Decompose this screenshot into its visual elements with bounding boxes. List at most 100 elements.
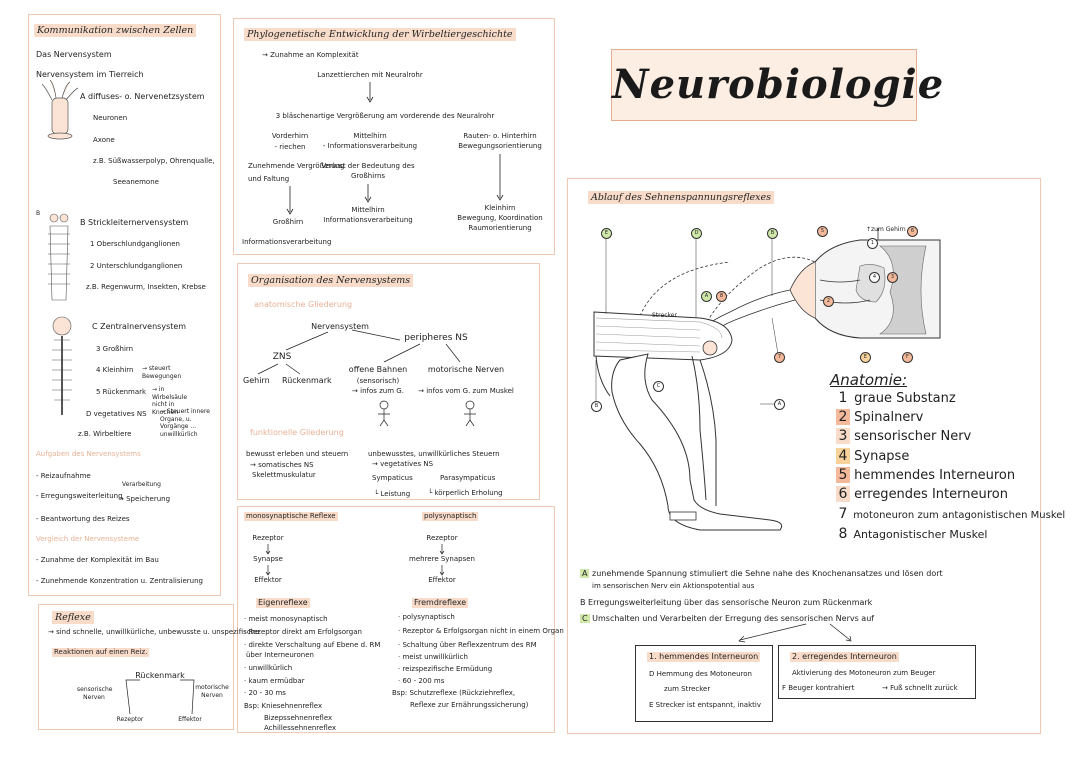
text-p3-f2b: → vegetatives NS	[372, 460, 434, 468]
text-p2-c1d: und Faltung	[248, 175, 290, 183]
box2-f2: → Fuß schnellt zurück	[882, 684, 958, 692]
text-p3-g3: offene Bahnen	[348, 365, 408, 374]
text-c2-note: → steuert Bewegungen	[142, 365, 182, 380]
heading-compare: Vergleich der Nervensysteme	[36, 535, 140, 543]
text-p4-q2: mehrere Synapsen	[409, 555, 475, 563]
anat-item-8: 8 Antagonistischer Muskel	[838, 526, 988, 542]
text-p5-l2: Reaktionen auf einen Reiz.	[52, 648, 150, 657]
text-p5-rz: Rezeptor	[116, 716, 144, 723]
panel-phylogenetisch	[233, 18, 555, 255]
panel-organisation	[237, 263, 540, 500]
marker-b2: B	[591, 401, 602, 412]
text-t3: - Beantwortung des Reizes	[36, 515, 130, 523]
text-c1: 3 Großhirn	[96, 345, 134, 353]
heading-phylogenetisch: Phylogenetische Entwicklung der Wirbelti…	[244, 28, 516, 41]
anat-item-6: 6 erregendes Interneuron	[836, 486, 1008, 503]
lower-leg	[611, 353, 783, 531]
thigh	[593, 311, 733, 361]
text-p2-c3b: Bewegungsorientierung	[458, 142, 542, 150]
marker-a: A	[701, 291, 712, 302]
anat-item-2: 2 Spinalnerv	[836, 409, 923, 426]
text-t2: - Erregungsweiterleitung	[36, 492, 123, 500]
anat-item-7: 7 motoneuron zum antagonistischen Muskel	[838, 506, 1066, 522]
text-p4-x3: · Schaltung über Reflexzentrum des RM	[398, 641, 537, 649]
text-p2-c1b: - riechen	[274, 143, 306, 151]
text-c3: 5 Rückenmark	[96, 388, 147, 396]
text-p2-r3c: Raumorientierung	[468, 224, 532, 232]
text-d1-note: → Steuert innere Organe, u. Vorgänge ...…	[160, 408, 210, 438]
text-p4-e5: · kaum ermüdbar	[244, 677, 305, 685]
text-p4-h3: Eigenreflexe	[256, 598, 310, 608]
text-c4: z.B. Wirbeltiere	[78, 430, 132, 438]
marker-c: C	[653, 381, 664, 392]
anat-item-1: 1 graue Substanz	[838, 390, 956, 406]
panel-reflextypen	[237, 506, 555, 733]
text-p4-e9: Achillessehnenreflex	[264, 724, 337, 732]
text-a1: Neuronen	[93, 114, 128, 122]
heading-organisation: Organisation des Nervensystems	[248, 274, 414, 287]
text-p2-l3: 3 bläschenartige Vergrößerung am vordere…	[275, 112, 495, 120]
marker-1: 1	[867, 238, 878, 249]
text-p2-r2: Mittelhirn	[351, 206, 385, 214]
box1-d2: zum Strecker	[664, 685, 711, 693]
heading-kommunikation: Kommunikation zwischen Zellen	[34, 24, 197, 37]
text-p3-g4: motorische Nerven	[427, 365, 505, 374]
panel-reflexe	[38, 604, 234, 730]
marker-d: D	[691, 228, 702, 239]
step-b: B Erregungsweiterleitung über das sensor…	[580, 598, 873, 607]
text-p3-pns: peripheres NS	[404, 333, 468, 343]
label-zum-gehirn: ↑zum Gehirn	[866, 226, 906, 233]
box2-heading: 2. erregendes Interneuron	[790, 652, 899, 662]
marker-8: 8	[716, 291, 727, 302]
text-b-title: B Strickleiternervensystem	[80, 218, 189, 227]
page-title: Neurobiologie	[612, 61, 945, 108]
spinal-cord-section	[789, 228, 941, 339]
box2-a: Aktivierung des Motoneuron zum Beuger	[792, 669, 936, 677]
text-p4-e6: · 20 - 30 ms	[244, 689, 286, 697]
marker-e2: E	[860, 352, 871, 363]
text-cmp2: - Zunehmende Konzentration u. Zentralisi…	[36, 577, 203, 585]
text-nervensystem: Das Nervensystem	[36, 50, 112, 59]
anat-item-4: 4 Synapse	[836, 448, 909, 465]
text-p2-c2: Mittelhirn	[353, 132, 387, 140]
text-a3: z.B. Süßwasserpolyp, Ohrenqualle,	[93, 157, 215, 165]
heading-tasks: Aufgaben des Nervensystems	[36, 450, 141, 458]
text-p4-x1: · polysynaptisch	[398, 613, 455, 621]
text-p2-r3b: Bewegung, Koordination	[457, 214, 543, 222]
anat-item-5: 5 hemmendes Interneuron	[836, 467, 1015, 484]
text-p5-sn: sensorische Nerven	[77, 686, 113, 701]
text-t1: - Reizaufnahme	[36, 472, 91, 480]
panel-kommunikation	[28, 14, 221, 596]
text-a4: Seeanemone	[113, 178, 159, 186]
marker-4: 4	[869, 272, 880, 283]
text-p2-l1: → Zunahme an Komplexität	[262, 51, 359, 59]
text-t2a: Verarbeitung	[122, 481, 161, 488]
text-p5-rm: Rückenmark	[135, 671, 185, 680]
marker-6: 6	[907, 226, 918, 237]
text-b2: 2 Unterschlundganglionen	[90, 262, 183, 270]
text-c2: 4 Kleinhirn	[96, 366, 134, 374]
text-p3-f2e: └ Leistung	[374, 490, 411, 498]
text-c3-note: → in Wirbelsäule nicht in Knochen	[152, 386, 188, 416]
text-p4-m2: Synapse	[253, 555, 283, 563]
marker-5: 5	[817, 226, 828, 237]
text-p4-h4: Fremdreflexe	[412, 598, 469, 608]
text-p5-mn: motorische Nerven	[195, 684, 229, 699]
label-strecker: Strecker	[652, 312, 677, 319]
heading-sehnenreflex: Ablauf des Sehnenspannungsreflexes	[588, 191, 775, 204]
text-p3-g3b: (sensorisch)	[356, 377, 400, 385]
box2-f: F Beuger kontrahiert	[782, 684, 855, 692]
text-a2: Axone	[93, 136, 115, 144]
text-p4-x4: · meist unwillkürlich	[398, 653, 468, 661]
text-p3-f1: bewusst erleben und steuern	[246, 450, 349, 458]
text-p4-e3: · direkte Verschaltung auf Ebene d. RM	[244, 641, 381, 649]
text-p4-x6: · 60 - 200 ms	[398, 677, 445, 685]
text-p2-c3: Rauten- o. Hinterhirn	[463, 132, 537, 140]
text-p4-x5: · reizspezifische Ermüdung	[398, 665, 493, 673]
text-p3-root: Nervensystem	[311, 322, 369, 331]
text-p4-e7: Bsp: Kniesehnenreflex	[244, 702, 323, 710]
